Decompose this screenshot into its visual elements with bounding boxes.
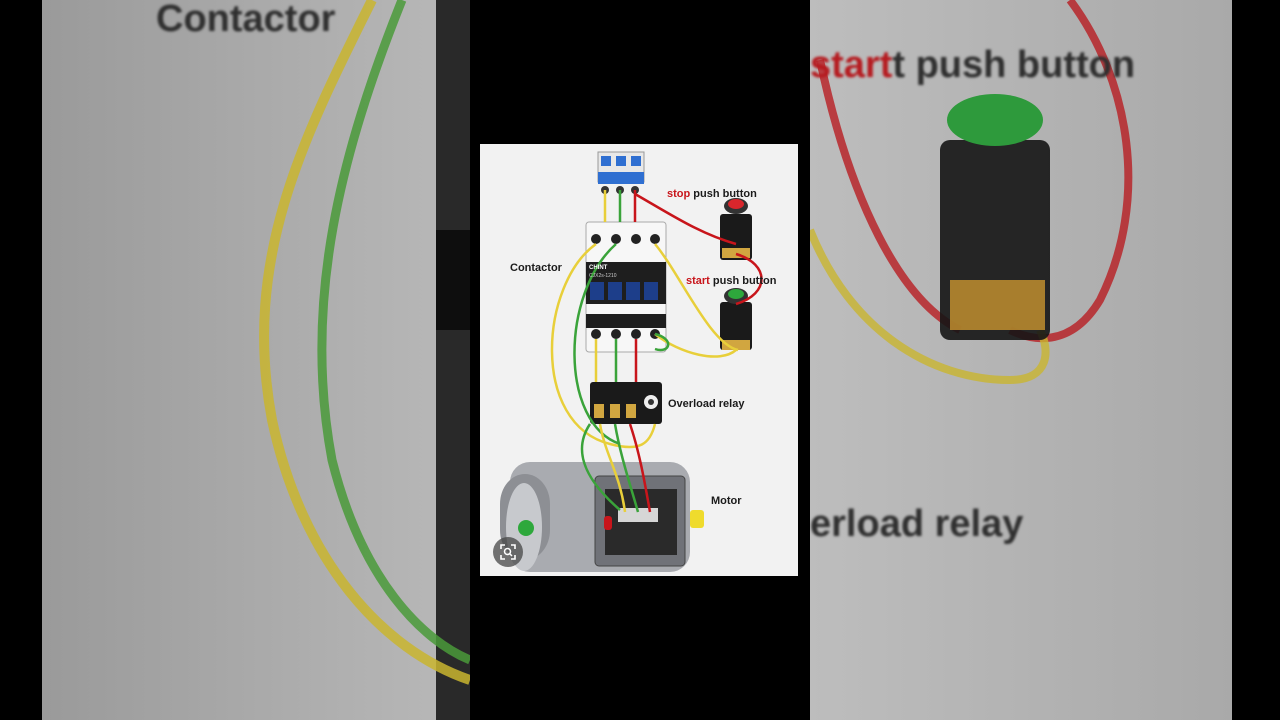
background-left-wires [259,0,470,720]
circuit-breaker [597,151,645,194]
motor-body [500,462,704,572]
overload-relay-label: Overload relay [668,398,745,410]
bg-contactor-text: Contactor [156,0,336,40]
brand-label: CHINT [589,265,608,271]
contactor-label: Contactor [510,262,562,274]
background-right-art [810,0,1133,385]
stop-word: stop [667,188,691,200]
wiring-diagram-image: Contactor CHINT CJX2s-1210 stop push but… [480,144,798,576]
overload-relay-body [590,382,662,424]
model-label: CJX2s-1210 [589,273,617,279]
start-label-rest: push button [709,275,777,287]
lens-glyph [500,544,516,560]
contactor-body [585,221,667,353]
start-push-button [720,288,752,350]
background-left-panel: Contactor [42,0,470,720]
wiring-diagram-svg [500,151,763,572]
bg-overload-text: erload relay [810,503,1024,545]
bg-start-text: startt push button [810,44,1135,87]
start-push-button-label: start push button [686,275,776,287]
visual-search-icon[interactable] [493,537,523,567]
start-word: start [686,275,710,287]
motor-label: Motor [711,495,742,507]
stop-push-button [720,198,752,260]
stop-push-button-label: stop push button [667,188,757,200]
bg-push-button-suffix: t push button [892,44,1136,86]
stop-label-rest: push button [690,188,757,200]
bg-start-prefix: start [810,44,893,86]
background-right-panel: startt push button erload relay [810,0,1232,720]
wiring [550,190,763,513]
